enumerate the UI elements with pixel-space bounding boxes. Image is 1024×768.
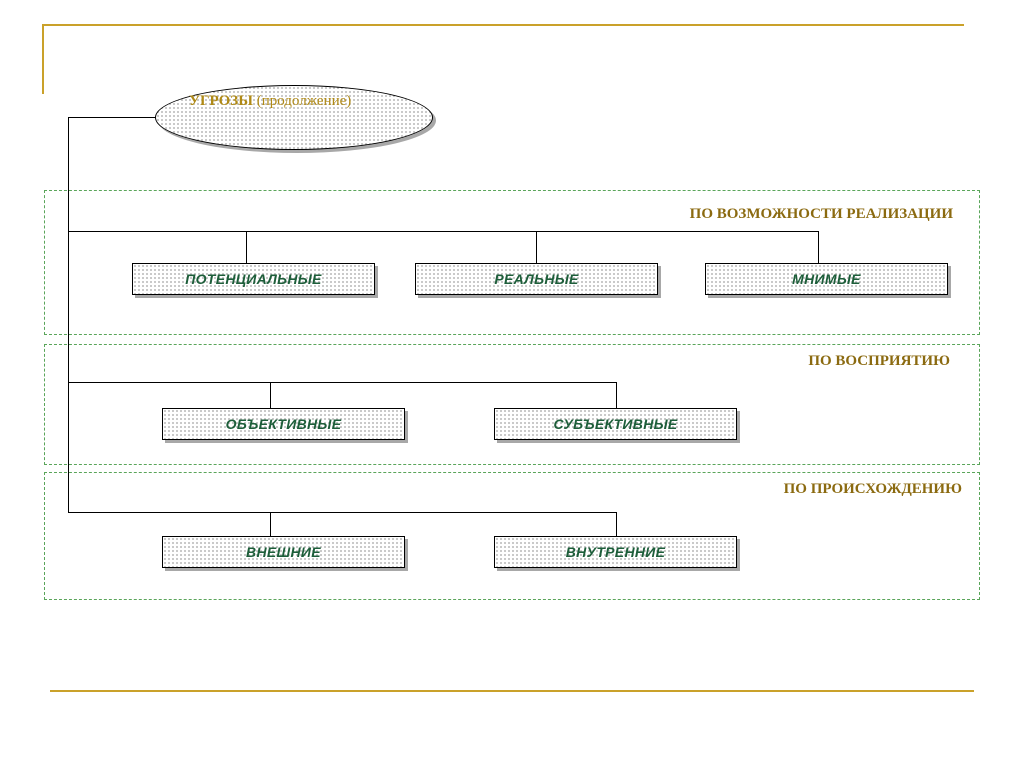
connector-origin-drop-1 — [270, 512, 271, 536]
node-potential: ПОТЕНЦИАЛЬНЫЕ — [132, 263, 375, 295]
root-title-bold: УГРОЗЫ — [189, 93, 253, 109]
connector-realization-bus — [68, 231, 819, 232]
left-rule — [42, 24, 44, 94]
group-title-origin: ПО ПРОИСХОЖДЕНИЮ — [783, 481, 962, 497]
group-box-realization — [44, 190, 980, 335]
connector-origin-drop-2 — [616, 512, 617, 536]
group-title-realization: ПО ВОЗМОЖНОСТИ РЕАЛИЗАЦИИ — [689, 206, 953, 222]
node-imaginary: МНИМЫЕ — [705, 263, 948, 295]
node-internal: ВНУТРЕННИЕ — [494, 536, 737, 568]
node-subjective: СУБЪЕКТИВНЫЕ — [494, 408, 737, 440]
connector-perception-drop-1 — [270, 382, 271, 408]
group-box-origin — [44, 472, 980, 600]
group-title-perception: ПО ВОСПРИЯТИЮ — [808, 353, 950, 369]
node-real: РЕАЛЬНЫЕ — [415, 263, 658, 295]
root-title-rest: (продолжение) — [252, 93, 352, 109]
connector-realization-drop-2 — [536, 231, 537, 263]
connector-perception-bus — [68, 382, 617, 383]
connector-trunk — [68, 117, 69, 513]
node-objective: ОБЪЕКТИВНЫЕ — [162, 408, 405, 440]
connector-origin-bus — [68, 512, 617, 513]
group-box-perception — [44, 344, 980, 465]
connector-perception-drop-2 — [616, 382, 617, 408]
root-title: УГРОЗЫ (продолжение) — [189, 93, 351, 110]
connector-realization-drop-3 — [818, 231, 819, 263]
node-external: ВНЕШНИЕ — [162, 536, 405, 568]
root-node — [155, 85, 433, 150]
connector-root-horizontal — [68, 117, 158, 118]
bottom-rule — [50, 690, 974, 692]
connector-realization-drop-1 — [246, 231, 247, 263]
top-rule — [42, 24, 964, 26]
